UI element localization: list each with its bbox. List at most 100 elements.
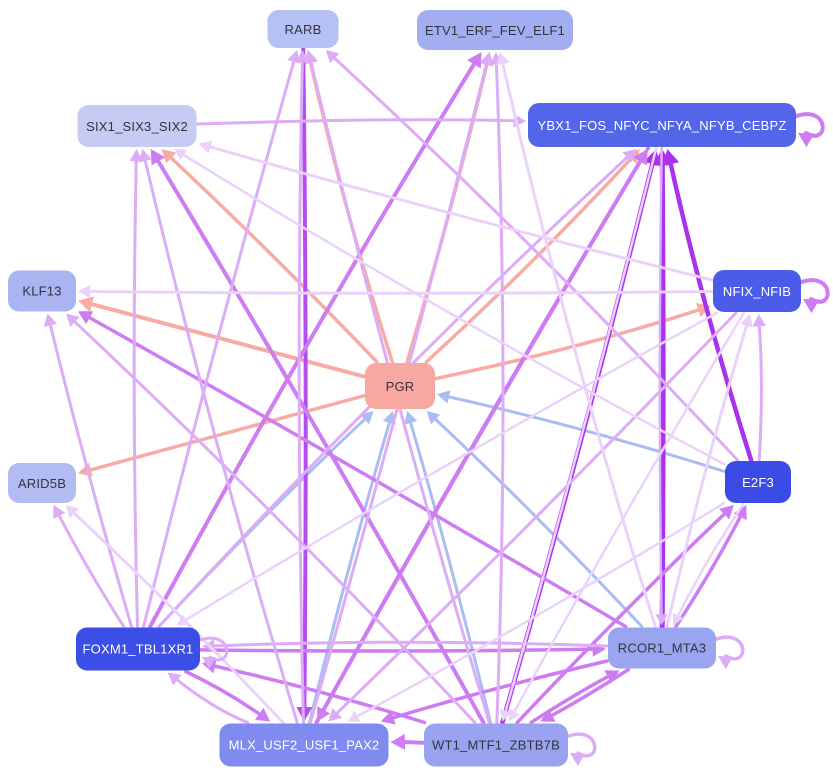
node-RARB[interactable]: RARB bbox=[267, 10, 339, 48]
edge-E2F3-MLX bbox=[354, 501, 726, 719]
edge-E2F3-NFIX bbox=[757, 322, 763, 462]
edge-RCOR1-NFIX-arrowhead bbox=[740, 314, 753, 328]
node-label-PGR: PGR bbox=[385, 378, 415, 394]
node-ARID5B[interactable]: ARID5B bbox=[8, 463, 76, 503]
node-KLF13[interactable]: KLF13 bbox=[8, 270, 76, 312]
edge-E2F3-YBX1-arrowhead bbox=[662, 149, 680, 166]
edge-NFIX-WT1-arrowhead bbox=[508, 708, 520, 722]
edge-WT1-RARB-arrowhead bbox=[304, 50, 318, 64]
node-label-NFIX: NFIX_NFIB bbox=[722, 283, 792, 299]
edge-FOXM1-ETV1 bbox=[148, 60, 478, 629]
edge-E2F3-MLX-arrowhead bbox=[347, 710, 361, 722]
node-label-ARID5B: ARID5B bbox=[17, 475, 67, 491]
node-label-FOXM1: FOXM1_TBL1XR1 bbox=[82, 641, 194, 657]
edge-WT1-KLF13-arrowhead bbox=[65, 313, 80, 327]
edge-WT1-WT1-arrowhead bbox=[570, 753, 586, 767]
edge-RCOR1-ETV1 bbox=[500, 60, 657, 628]
edge-FOXM1-RCOR1 bbox=[199, 647, 597, 653]
edge-PGR-KLF13 bbox=[87, 301, 366, 379]
edge-YBX1-RCOR1-arrowhead bbox=[655, 614, 668, 626]
edge-FOXM1-MLX bbox=[183, 669, 263, 717]
edge-YBX1-RCOR1 bbox=[658, 146, 663, 618]
edge-YBX1-WT1 bbox=[504, 146, 658, 714]
node-label-RCOR1: RCOR1_MTA3 bbox=[617, 640, 707, 656]
edge-FOXM1-KLF13 bbox=[48, 322, 133, 628]
edge-PGR-YBX1 bbox=[424, 155, 634, 364]
edge-PGR-SIX1-arrowhead bbox=[161, 149, 177, 164]
edge-MLX-SIX1-arrowhead bbox=[138, 149, 152, 163]
edge-WT1-PGR bbox=[408, 419, 492, 724]
edge-WT1-WT1 bbox=[564, 732, 597, 758]
node-MLX[interactable]: MLX_USF2_USF1_PAX2 bbox=[219, 723, 389, 767]
node-YBX1[interactable]: YBX1_FOS_NFYC_NFYA_NFYB_CEBPZ bbox=[528, 103, 796, 147]
edge-YBX1-MLX-arrowhead bbox=[317, 706, 331, 722]
edge-RCOR1-E2F3-arrowhead bbox=[733, 505, 747, 521]
edge-RCOR1-E2F3 bbox=[674, 513, 743, 629]
edge-E2F3-PGR bbox=[445, 394, 726, 473]
edge-NFIX-MLX bbox=[334, 311, 738, 716]
node-WT1[interactable]: WT1_MTF1_ZBTB7B bbox=[424, 723, 568, 767]
edge-FOXM1-RARB bbox=[142, 58, 296, 628]
edge-E2F3-SIX1 bbox=[181, 152, 726, 466]
node-SIX1[interactable]: SIX1_SIX3_SIX2 bbox=[77, 105, 197, 147]
edge-YBX1-WT1-arrowhead bbox=[499, 709, 512, 722]
edge-E2F3-RARB-arrowhead bbox=[325, 50, 340, 64]
edge-NFIX-SIX1 bbox=[207, 144, 714, 282]
edge-NFIX-WT1 bbox=[512, 311, 746, 715]
edge-E2F3-RCOR1-arrowhead bbox=[672, 612, 684, 626]
edge-NFIX-KLF13 bbox=[86, 290, 714, 295]
edge-YBX1-YBX1 bbox=[792, 112, 825, 138]
node-label-WT1: WT1_MTF1_ZBTB7B bbox=[432, 737, 560, 753]
edge-NFIX-FOXM1-arrowhead bbox=[176, 614, 190, 626]
node-FOXM1[interactable]: FOXM1_TBL1XR1 bbox=[76, 627, 200, 671]
edge-RCOR1-KLF13-arrowhead bbox=[78, 311, 94, 325]
edge-YBX1-MLX bbox=[320, 146, 651, 714]
edge-NFIX-FOXM1 bbox=[183, 311, 719, 622]
edge-NFIX-KLF13-arrowhead bbox=[78, 284, 91, 299]
edge-RCOR1-MLX bbox=[389, 659, 609, 720]
edge-RCOR1-RCOR1-arrowhead bbox=[718, 656, 734, 670]
edge-RCOR1-WT1 bbox=[548, 667, 631, 718]
edge-RCOR1-ETV1-arrowhead bbox=[496, 52, 510, 66]
node-E2F3[interactable]: E2F3 bbox=[725, 461, 791, 503]
edge-FOXM1-FOXM1 bbox=[196, 636, 229, 662]
edge-PGR-ARID5B bbox=[87, 394, 366, 473]
edge-WT1-E2F3 bbox=[515, 511, 728, 725]
edge-E2F3-YBX1 bbox=[667, 159, 754, 463]
edge-RCOR1-NFIX bbox=[665, 322, 749, 628]
edge-WT1-PGR-arrowhead bbox=[404, 411, 418, 425]
edge-FOXM1-ARID5B-arrowhead bbox=[53, 505, 66, 520]
edge-FOXM1-MLX-arrowhead bbox=[255, 707, 271, 722]
node-NFIX[interactable]: NFIX_NFIB bbox=[713, 270, 801, 312]
node-RCOR1[interactable]: RCOR1_MTA3 bbox=[608, 627, 716, 669]
edge-MLX-PGR bbox=[308, 419, 392, 724]
edge-WT1-ETV1 bbox=[494, 60, 505, 724]
edge-WT1-YBX1-arrowhead bbox=[643, 149, 661, 167]
edge-PGR-KLF13-arrowhead bbox=[78, 296, 94, 312]
node-label-E2F3: E2F3 bbox=[742, 474, 774, 490]
edge-RCOR1-PGR-arrowhead bbox=[426, 411, 441, 425]
edge-E2F3-SIX1-arrowhead bbox=[174, 149, 187, 161]
edge-RCOR1-KLF13 bbox=[86, 314, 628, 629]
edge-RCOR1-RCOR1 bbox=[712, 635, 745, 661]
edge-SIX1-YBX1 bbox=[196, 118, 518, 126]
node-label-SIX1: SIX1_SIX3_SIX2 bbox=[86, 118, 188, 134]
edge-YBX1-YBX1-arrowhead bbox=[798, 133, 815, 148]
edge-PGR-SIX1 bbox=[168, 155, 379, 364]
node-PGR[interactable]: PGR bbox=[365, 363, 435, 409]
edge-MLX-ETV1-arrowhead bbox=[479, 52, 494, 66]
edge-WT1-MLX-arrowhead bbox=[390, 733, 406, 750]
node-ETV1[interactable]: ETV1_ERF_FEV_ELF1 bbox=[417, 10, 573, 50]
edge-FOXM1-SIX1-arrowhead bbox=[129, 149, 144, 162]
node-label-KLF13: KLF13 bbox=[22, 283, 62, 299]
edge-WT1-E2F3-arrowhead bbox=[719, 505, 734, 520]
edge-MLX-ARID5B-arrowhead bbox=[65, 505, 80, 519]
edge-FOXM1-YBX1-arrowhead bbox=[622, 149, 637, 163]
edge-FOXM1-FOXM1-arrowhead bbox=[202, 657, 217, 670]
edge-E2F3-RARB bbox=[331, 55, 739, 462]
edge-E2F3-NFIX-arrowhead bbox=[752, 314, 767, 327]
edge-NFIX-NFIX bbox=[797, 278, 830, 304]
edge-WT1-RCOR1 bbox=[529, 674, 612, 725]
